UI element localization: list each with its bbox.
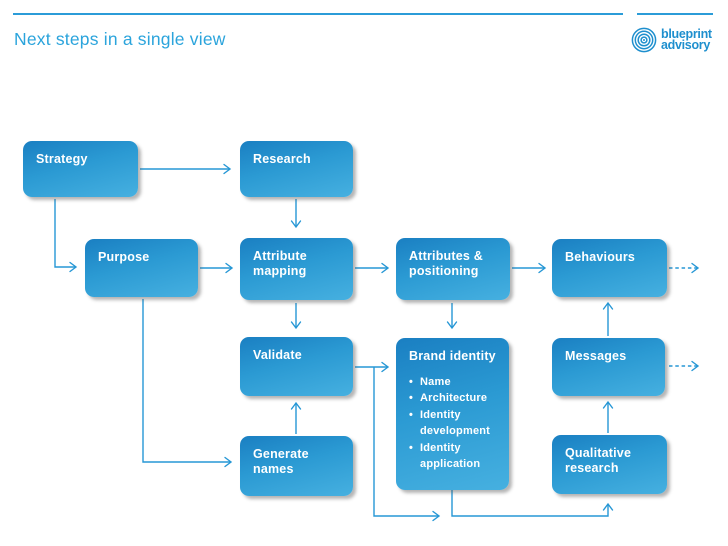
logo-word-blueprint: blueprint — [661, 27, 712, 41]
node-label: Attribute mapping — [253, 249, 307, 278]
node-attributes-positioning: Attributes & positioning — [396, 238, 510, 300]
node-label: Qualitative research — [565, 446, 632, 475]
node-label: Strategy — [36, 152, 88, 166]
header-rule-short — [637, 13, 713, 15]
connector-validate-branch-bottom — [373, 367, 441, 522]
node-brand-identity: Brand identity Name Architecture Identit… — [396, 338, 509, 490]
connector-strategy-purpose — [54, 199, 78, 273]
bullet-item: Identity development — [409, 407, 501, 440]
node-messages: Messages — [552, 338, 665, 396]
brand-logo: blueprint advisory — [630, 26, 712, 54]
concentric-circles-icon — [631, 27, 657, 53]
page-title: Next steps in a single view — [14, 29, 226, 49]
node-validate: Validate — [240, 337, 353, 396]
node-label: Messages — [565, 349, 627, 363]
node-attribute-mapping: Attribute mapping — [240, 238, 353, 300]
node-generate-names: Generate names — [240, 436, 353, 496]
bullet-text: Identity application — [420, 441, 481, 471]
node-label: Research — [253, 152, 311, 166]
logo-word-advisory: advisory — [661, 38, 711, 52]
node-label: Generate names — [253, 447, 309, 476]
bullet-item: Identity application — [409, 440, 501, 473]
node-purpose: Purpose — [85, 239, 198, 297]
logo-text: blueprint advisory — [661, 27, 712, 52]
node-label: Validate — [253, 348, 302, 362]
bullet-item: Architecture — [409, 390, 501, 407]
connector-brand-identity-qualitative-research — [451, 490, 614, 517]
node-label: Brand identity — [409, 349, 496, 363]
node-label: Attributes & positioning — [409, 249, 483, 278]
connector-purpose-generate-names — [142, 299, 233, 468]
node-strategy: Strategy — [23, 141, 138, 197]
bullet-text: Name — [420, 375, 451, 388]
brand-identity-bullet-list: Name Architecture Identity development I… — [409, 374, 501, 473]
node-qualitative-research: Qualitative research — [552, 435, 667, 494]
node-label: Behaviours — [565, 250, 636, 264]
node-research: Research — [240, 141, 353, 197]
node-label: Purpose — [98, 250, 150, 264]
node-behaviours: Behaviours — [552, 239, 667, 297]
bullet-text: Architecture — [420, 392, 488, 405]
header-rule — [13, 13, 623, 15]
bullet-text: Identity development — [420, 408, 491, 438]
bullet-item: Name — [409, 374, 501, 391]
